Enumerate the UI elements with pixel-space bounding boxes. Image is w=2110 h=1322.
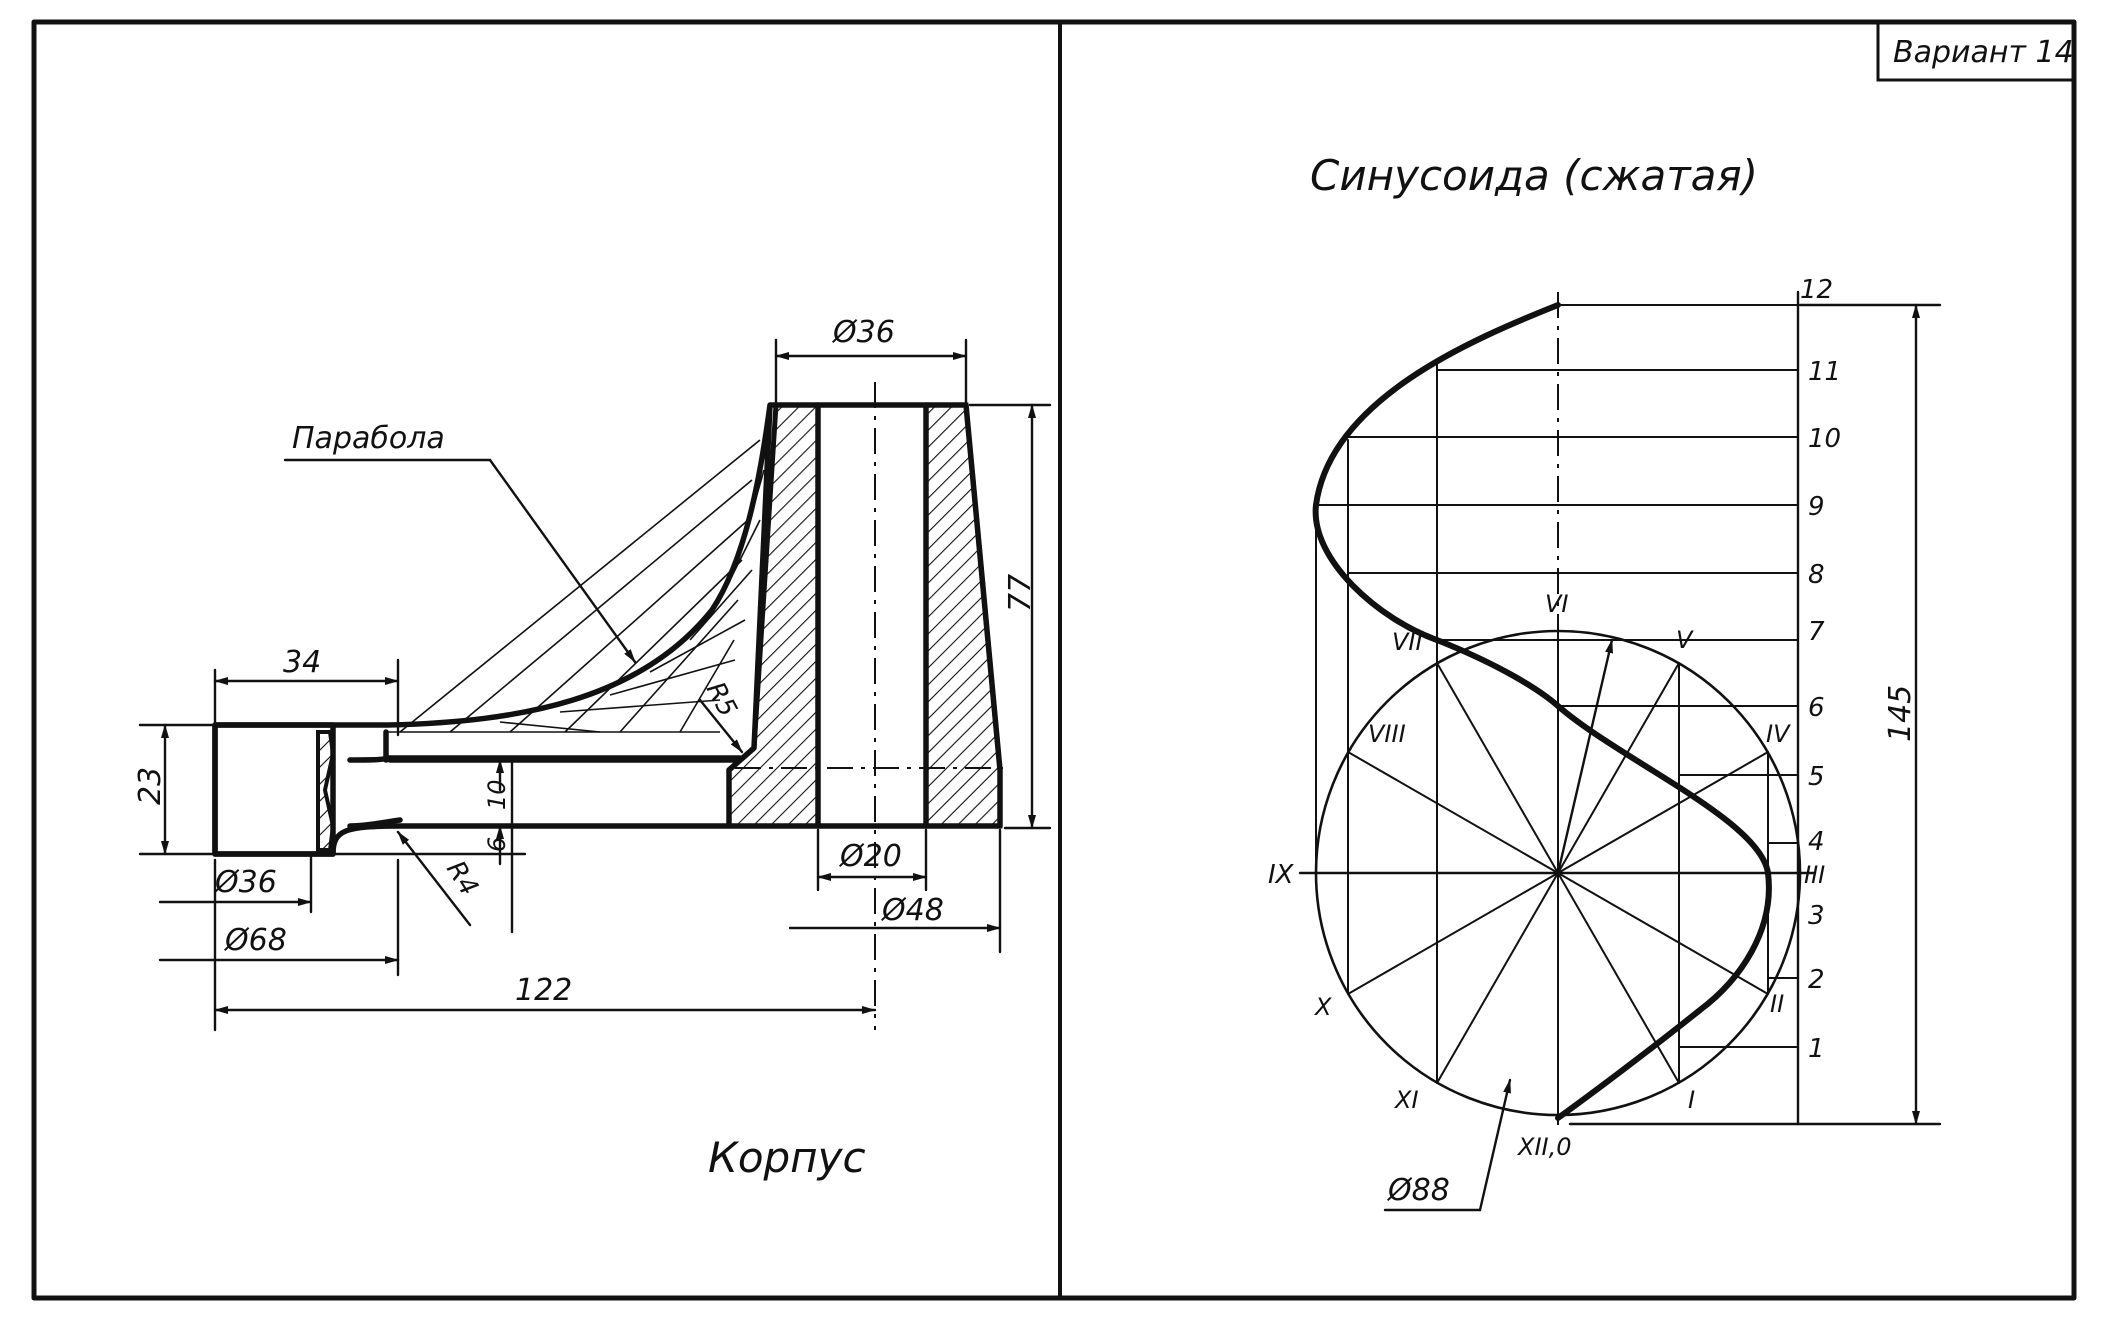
- scale-label-12: 12: [1800, 275, 1833, 305]
- dim-inner-diameter-36: Ø36: [213, 865, 277, 900]
- dim-depth-10: 10: [483, 779, 511, 810]
- variant-box: Вариант 14: [1876, 20, 2076, 82]
- scale-label-7: 7: [1808, 617, 1825, 647]
- dim-length-122: 122: [515, 973, 572, 1008]
- point-label-X: X: [1313, 993, 1332, 1021]
- dim-base-diameter-48: Ø48: [880, 893, 944, 928]
- scale-label-11: 11: [1808, 357, 1841, 387]
- projection-horizontals: [1315, 304, 1799, 1048]
- dim-circle-diameter-88: Ø88: [1386, 1173, 1450, 1208]
- scale-label-4: 4: [1808, 827, 1825, 857]
- left-wall-hatch: [726, 402, 821, 829]
- point-label-II: II: [1770, 990, 1784, 1018]
- point-label-III: III: [1804, 861, 1825, 889]
- sinusoid-drawing: Синусоида (сжатая): [1268, 151, 1942, 1212]
- sinusoid-title: Синусоида (сжатая): [1310, 151, 1758, 200]
- scale-label-2: 2: [1808, 965, 1825, 995]
- flange-box: [212, 722, 336, 857]
- sinusoid-curve: [1312, 302, 1772, 1121]
- scale-label-1: 1: [1808, 1034, 1825, 1064]
- housing-drawing: Ø36 77 34 23 R5 10 6 R4 Ø20: [133, 315, 1052, 1182]
- scale-label-6: 6: [1808, 693, 1825, 723]
- dim-depth-6: 6: [483, 837, 511, 852]
- point-label-VI: VI: [1545, 590, 1569, 618]
- dim-height-77: 77: [1003, 574, 1038, 612]
- variant-label: Вариант 14: [1893, 35, 2074, 70]
- right-wall-hatch: [923, 402, 1003, 829]
- point-label-V: V: [1676, 626, 1694, 654]
- dim-outer-diameter-68: Ø68: [223, 923, 287, 958]
- point-label-XII: XII,0: [1516, 1133, 1572, 1161]
- parabola-label: Парабола: [292, 421, 445, 456]
- scale-label-9: 9: [1808, 492, 1825, 522]
- point-label-IV: IV: [1766, 720, 1791, 748]
- point-label-I: I: [1688, 1086, 1695, 1114]
- parabola-construction: [388, 439, 765, 733]
- scale-label-10: 10: [1808, 424, 1841, 454]
- point-label-VIII: VIII: [1368, 720, 1406, 748]
- scale-labels: 12 11 10 9 8 7 6 5 4 3 2 1: [1800, 275, 1841, 1064]
- dim-radius-r5: R5: [700, 677, 743, 722]
- sheet-frame: [31, 19, 2077, 1301]
- dim-height-145: 145: [1883, 685, 1918, 742]
- scale-label-3: 3: [1808, 901, 1825, 931]
- point-label-IX: IX: [1268, 860, 1295, 890]
- point-label-XI: XI: [1393, 1086, 1419, 1114]
- circle-point-labels: I II III IV V VI VII VIII IX X XI XII,0: [1268, 590, 1825, 1161]
- point-label-VII: VII: [1392, 628, 1423, 656]
- scale-label-8: 8: [1808, 560, 1825, 590]
- part-title: Корпус: [708, 1133, 866, 1182]
- dim-height-23: 23: [133, 767, 168, 805]
- dim-width-34: 34: [283, 645, 321, 680]
- flange-section-hatch: [316, 730, 336, 852]
- dim-bore-diameter-20: Ø20: [838, 839, 902, 874]
- scale-label-5: 5: [1808, 762, 1825, 792]
- inner-channel: [347, 729, 743, 829]
- dim-top-diameter: Ø36: [831, 315, 895, 350]
